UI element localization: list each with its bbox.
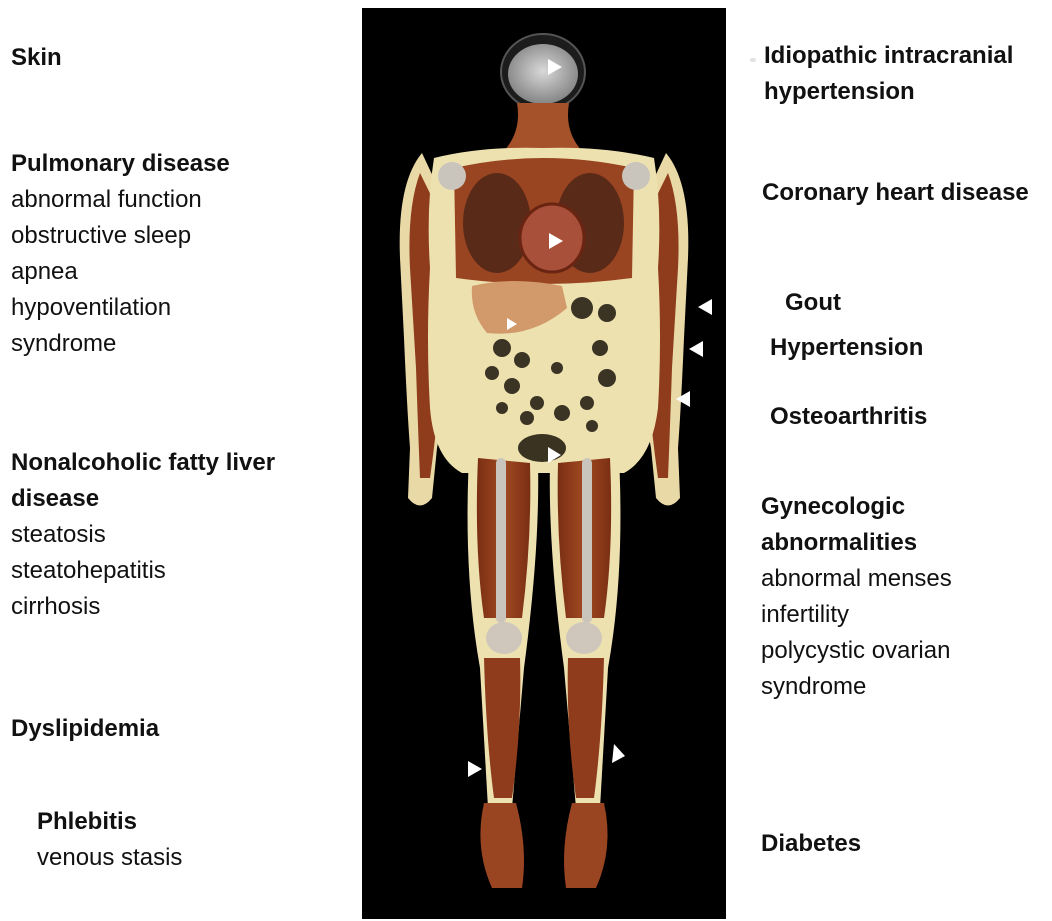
leader-mark (750, 58, 756, 62)
label-detail: steatohepatitis (11, 553, 275, 589)
label-gout: Gout (785, 285, 841, 321)
label-title-cont: disease (11, 481, 275, 517)
arrow-right-leg (612, 744, 625, 763)
left-femur (496, 458, 506, 623)
left-lung (463, 173, 531, 273)
label-detail: cirrhosis (11, 589, 275, 625)
arrow-hypertension (689, 341, 703, 357)
label-fatty-liver: Nonalcoholic fatty liver disease steatos… (11, 445, 275, 625)
label-title: Dyslipidemia (11, 711, 159, 747)
label-detail: steatosis (11, 517, 275, 553)
label-detail: apnea (11, 254, 230, 290)
label-hypertension: Hypertension (770, 330, 923, 366)
label-idiopathic-intracranial-hypertension: Idiopathic intracranial hypertension (764, 38, 1013, 110)
label-diabetes: Diabetes (761, 826, 861, 862)
label-title: Osteoarthritis (770, 399, 927, 435)
label-detail: syndrome (761, 669, 952, 705)
arrow-gout (698, 299, 712, 315)
label-dyslipidemia: Dyslipidemia (11, 711, 159, 747)
label-detail: syndrome (11, 326, 230, 362)
whole-body-mri-image (362, 8, 726, 919)
right-knee (566, 622, 602, 654)
bladder (518, 434, 566, 462)
label-title: Pulmonary disease (11, 146, 230, 182)
label-title-cont: abnormalities (761, 525, 952, 561)
brain (508, 44, 578, 104)
label-title: Skin (11, 40, 62, 76)
label-title: Phlebitis (37, 804, 182, 840)
label-osteoarthritis: Osteoarthritis (770, 399, 927, 435)
label-title: Gynecologic (761, 489, 952, 525)
label-detail: polycystic ovarian (761, 633, 952, 669)
label-title: Gout (785, 285, 841, 321)
label-gynecologic-abnormalities: Gynecologic abnormalities abnormal mense… (761, 489, 952, 705)
label-coronary-heart-disease: Coronary heart disease (762, 175, 1029, 211)
arrow-left-leg (468, 761, 482, 777)
label-title-cont: hypertension (764, 74, 1013, 110)
label-detail: obstructive sleep (11, 218, 230, 254)
label-title: Hypertension (770, 330, 923, 366)
label-title: Nonalcoholic fatty liver (11, 445, 275, 481)
label-pulmonary-disease: Pulmonary disease abnormal function obst… (11, 146, 230, 362)
label-title: Coronary heart disease (762, 175, 1029, 211)
left-foot (480, 803, 524, 888)
right-femur (582, 458, 592, 623)
left-knee (486, 622, 522, 654)
neck (502, 103, 584, 153)
label-detail: abnormal menses (761, 561, 952, 597)
label-detail: infertility (761, 597, 952, 633)
right-shoulder (622, 162, 650, 190)
label-detail: venous stasis (37, 840, 182, 876)
label-title: Idiopathic intracranial (764, 38, 1013, 74)
label-phlebitis: Phlebitis venous stasis (37, 804, 182, 876)
label-detail: abnormal function (11, 182, 230, 218)
left-shoulder (438, 162, 466, 190)
label-title: Diabetes (761, 826, 861, 862)
body-illustration (362, 8, 726, 919)
label-skin: Skin (11, 40, 62, 76)
right-foot (564, 803, 608, 888)
label-detail: hypoventilation (11, 290, 230, 326)
